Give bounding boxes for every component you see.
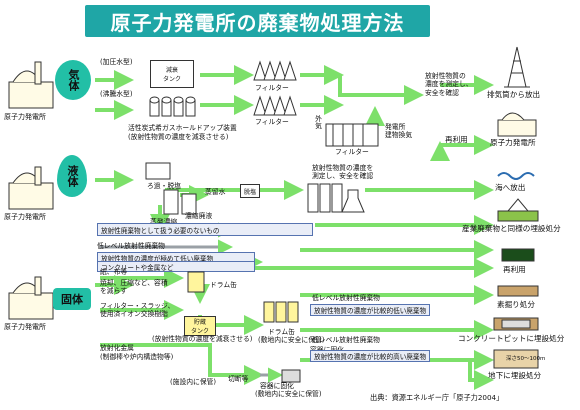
- bwr-label: (沸騰水型): [100, 90, 133, 98]
- holdup-device-icon: [149, 96, 196, 117]
- exhaust-stack-icon: [504, 46, 530, 88]
- filter-icon: [253, 95, 297, 116]
- measurement-tanks-icon: [307, 183, 365, 213]
- filter-label: フィルター: [255, 84, 289, 92]
- dest-pit: コンクリートピットに埋設処分: [458, 334, 565, 343]
- recycle-icon: [501, 248, 535, 262]
- filter-label: フィルター: [255, 118, 289, 126]
- plant-small-icon: [497, 112, 537, 137]
- evaporator-icon: [163, 189, 197, 215]
- holdup-label: 活性炭式希ガスホールドアップ装置: [128, 124, 237, 132]
- filter-sludge-label: フィルター・スラッジ、 使用済イオン交換樹脂: [100, 302, 175, 319]
- page-title: 原子力発電所の廃棄物処理方法: [85, 5, 430, 37]
- distilled-label: 蒸留水: [205, 188, 226, 196]
- depth-label: 深さ50〜100m: [506, 356, 546, 362]
- metal-note: (制御棒や炉内構造物等): [100, 353, 174, 361]
- outside-air-label: 外気: [313, 115, 322, 129]
- drum-icon: [187, 271, 205, 293]
- relatively-high-box: 放射性物質の濃度が比較的高い廃棄物: [310, 350, 430, 362]
- waste-liquid-label: 濃縮廃液: [185, 212, 213, 220]
- filter-icon: [253, 60, 297, 81]
- dest-underground: 地下に埋設処分: [488, 371, 542, 380]
- drum2-label: ドラム缶: [268, 328, 295, 336]
- filter-label: フィルター: [335, 148, 369, 156]
- paper-label: 紙、布等: [100, 268, 128, 276]
- burn-label: 焼却、圧縮など、容積 を減らす: [100, 279, 168, 296]
- plant-label: 原子力発電所: [4, 213, 46, 221]
- trench-icon: [497, 285, 539, 297]
- ventilation-icon: [325, 123, 379, 147]
- not-radioactive-box: 放射性廃棄物として扱う必要のないもの: [97, 223, 313, 236]
- dest-industrial: 産業廃棄物と同様の埋設処分: [462, 224, 561, 233]
- dest-reuse: 再利用: [445, 135, 468, 144]
- onsite-label: (施設内に保管): [170, 378, 217, 386]
- pwr-label: (加圧水型): [100, 58, 133, 66]
- reduce-note: (放射性物質の濃度を減衰させる): [152, 335, 253, 343]
- plant-label: 原子力発電所: [4, 323, 46, 331]
- filtration-label: ろ過・脱塩: [147, 182, 181, 190]
- dest-exhaust: 排気筒から放出: [487, 90, 541, 99]
- dest-recycle: 再利用: [503, 265, 526, 274]
- plant-icon: [8, 166, 54, 210]
- drum1-label: ドラム缶: [210, 281, 237, 289]
- concrete-box: コンクリートや金属など: [97, 261, 255, 272]
- low-level3-label: 低レベル放射性廃棄物: [312, 336, 380, 344]
- metal-label: 放射化金属: [100, 344, 134, 352]
- dest-sea: 海へ放出: [495, 183, 526, 192]
- gas-measure-label: 放射性物質の 濃度を測定し、 安全を確認: [425, 72, 473, 97]
- relatively-low-box: 放射性物質の濃度が比較的低い廃棄物: [310, 304, 430, 316]
- concentrate-label: 蒸発濃縮: [150, 218, 178, 226]
- solid-bubble: 固体: [53, 288, 91, 310]
- storage-tank-box: 貯蔵 タンク: [184, 316, 216, 336]
- desalt-box: 脱塩: [240, 184, 260, 198]
- low-level-label: 低レベル放射性廃棄物: [97, 242, 165, 250]
- drum-stack-icon: [263, 301, 299, 323]
- container2-label: 容器に固化: [260, 382, 294, 390]
- liquid-measure-label: 放射性物質の濃度を 測定し、安全を確認: [312, 164, 374, 181]
- pit-icon: [493, 317, 539, 331]
- container-icon: [281, 369, 301, 383]
- holdup-note: (放射性物質の濃度を減衰させる): [128, 133, 229, 141]
- source-label: 出典：資源エネルギー庁「原子力2004」: [370, 393, 504, 402]
- liquid-bubble: 液体: [57, 155, 87, 197]
- plant-icon: [8, 61, 54, 109]
- decay-tank: 減衰 タンク: [150, 60, 194, 88]
- underground-icon: [493, 349, 539, 369]
- low-level2-label: 低レベル放射性廃棄物: [312, 294, 380, 302]
- container2-note: (敷地内に安全に保管): [255, 390, 322, 398]
- cut-label: 切断等: [228, 375, 249, 383]
- gas-bubble: 気体: [55, 60, 91, 100]
- dest-trench: 素掘り処分: [497, 300, 535, 309]
- plant-icon: [8, 276, 54, 320]
- building-vent-label: 発電所 建物換気: [385, 123, 413, 140]
- dest-plant: 原子力発電所: [490, 138, 536, 147]
- landfill-icon: [497, 198, 539, 222]
- filter-icon: [145, 162, 171, 180]
- plant-label: 原子力発電所: [4, 113, 46, 121]
- drum2-note: (敷地内に安全に保管): [258, 336, 325, 344]
- sea-icon: [497, 172, 535, 180]
